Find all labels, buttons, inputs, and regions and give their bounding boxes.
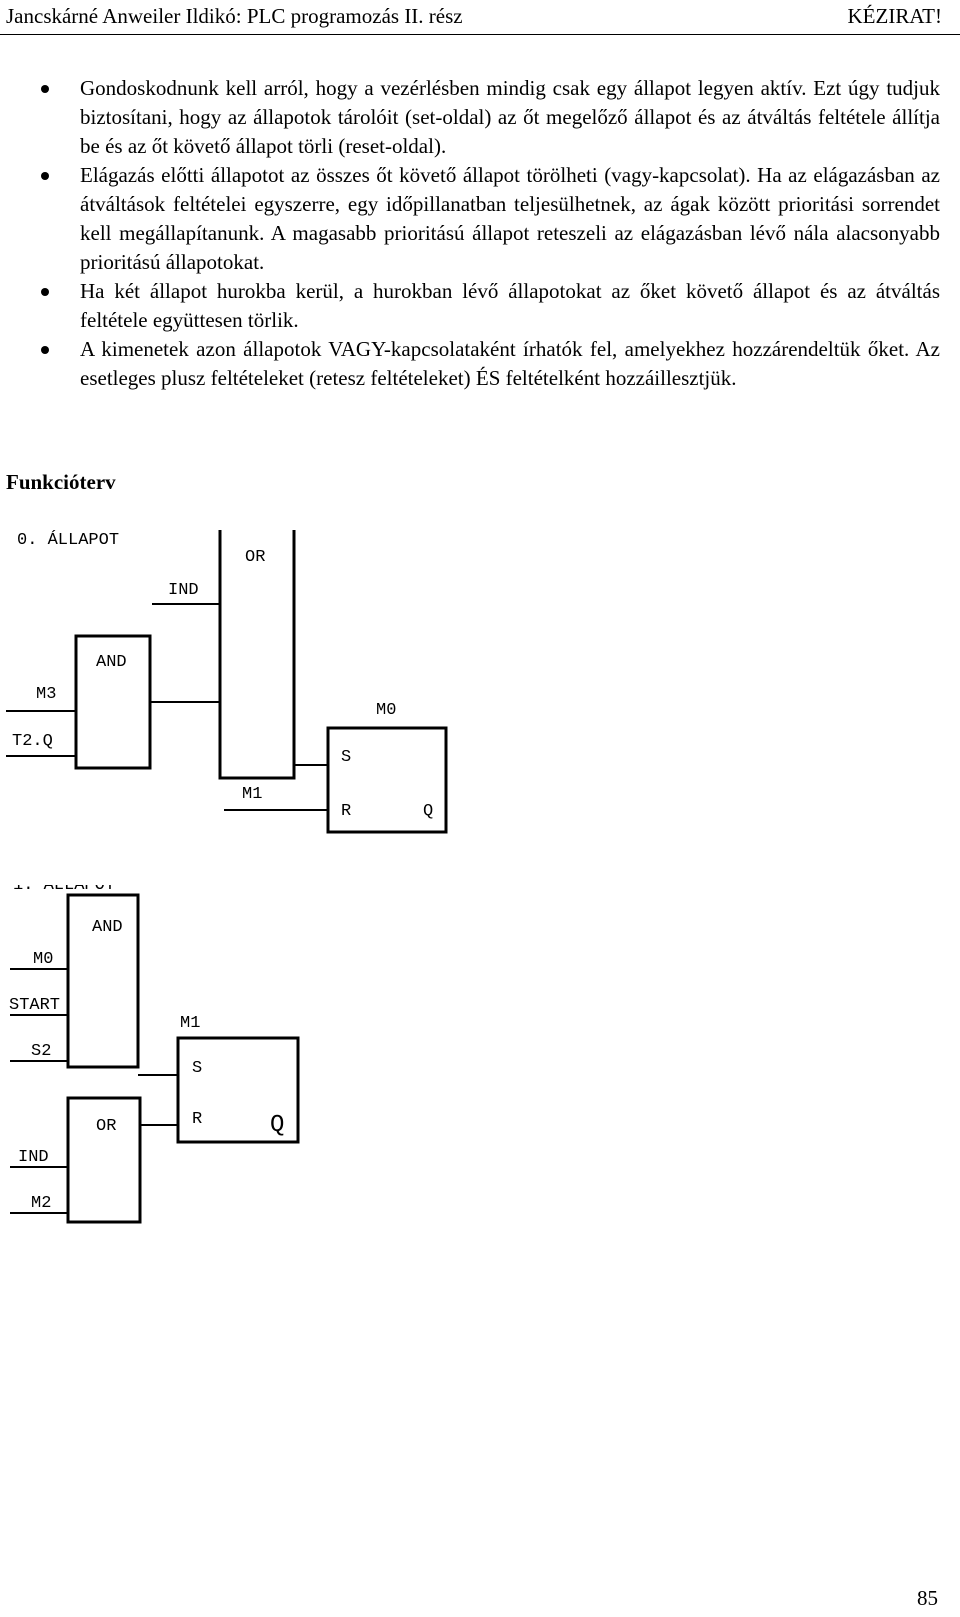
bullet-dot-icon [41,346,49,354]
bullet-item: Elágazás előtti állapotot az összes őt k… [0,161,960,277]
bullet-dot-icon [41,85,49,93]
diagram-title: 1. ÁLLAPOT [13,885,115,895]
m0-label: M0 [376,701,396,720]
q-label: Q [270,1112,284,1139]
r-label: R [192,1110,202,1129]
diagram-state-0: 0. ÁLLAPOT OR IND AND M3 T2.Q M0 S R Q M… [6,530,448,834]
m2-label: M2 [31,1194,51,1213]
and-label: AND [92,918,123,937]
r-label: R [341,802,351,821]
and-block [66,893,140,1069]
or-label: OR [245,548,265,567]
bullet-text: Gondoskodnunk kell arról, hogy a vezérlé… [80,76,940,158]
m0-label: M0 [33,950,53,969]
bullet-item: Gondoskodnunk kell arról, hogy a vezérlé… [0,74,960,161]
sr-block [176,1036,300,1144]
bullet-item: A kimenetek azon állapotok VAGY-kapcsola… [0,335,960,393]
and-label: AND [96,653,127,672]
start-label: START [9,996,60,1015]
or-block [66,1096,142,1224]
m1-label: M1 [180,1014,200,1033]
t2q-label: T2.Q [12,732,53,751]
header-left-title: Jancskárné Anweiler Ildikó: PLC programo… [6,4,463,28]
or-block [218,530,296,780]
page-number: 85 [917,1586,938,1610]
ind-label: IND [168,581,199,600]
q-label: Q [423,802,433,821]
bullet-text: A kimenetek azon állapotok VAGY-kapcsola… [80,337,940,390]
section-title: Funkcióterv [6,470,116,494]
s-label: S [192,1059,202,1078]
diagram-state-1: 1. ÁLLAPOT AND M0 START S2 M1 S R Q OR I… [9,885,300,1224]
s2-label: S2 [31,1042,51,1061]
bullet-item: Ha két állapot hurokba kerül, a hurokban… [0,277,960,335]
or-label: OR [96,1117,116,1136]
bullet-dot-icon [41,288,49,296]
diagram-title: 0. ÁLLAPOT [17,530,119,550]
m1-label: M1 [242,785,262,804]
sr-block [326,726,448,834]
bullet-dot-icon [41,172,49,180]
header-right-mark: KÉZIRAT! [847,4,942,28]
bullet-text: Elágazás előtti állapotot az összes őt k… [80,163,940,274]
m3-label: M3 [36,685,56,704]
bullet-text: Ha két állapot hurokba kerül, a hurokban… [80,279,940,332]
s-label: S [341,748,351,767]
header-divider [0,34,960,35]
bullet-list: Gondoskodnunk kell arról, hogy a vezérlé… [0,74,960,393]
ind-label: IND [18,1148,49,1167]
